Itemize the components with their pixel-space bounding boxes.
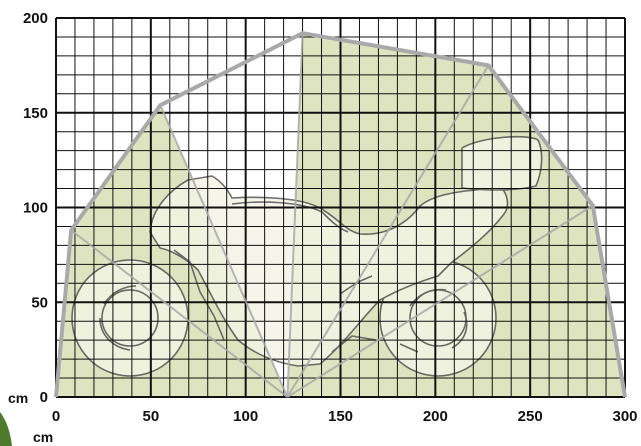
rear-wheel <box>71 259 189 377</box>
y-tick-label: 0 <box>40 389 48 406</box>
rear-hub <box>101 289 159 347</box>
reach-line <box>159 104 289 398</box>
x-tick-label: 250 <box>518 408 543 425</box>
grid <box>55 17 626 398</box>
y-unit-label: cm <box>8 390 28 406</box>
envelope-outline <box>54 31 627 398</box>
corner-badge <box>0 412 12 446</box>
x-tick-label: 100 <box>233 408 258 425</box>
x-tick-labels: 0 50 100 150 200 250 300 <box>52 408 638 425</box>
inner-lines <box>70 33 594 398</box>
y-tick-label: 50 <box>31 294 48 311</box>
y-tick-label: 200 <box>23 10 48 27</box>
motorcycle-body <box>149 175 509 367</box>
reach-line <box>286 33 304 398</box>
x-tick-label: 0 <box>52 408 60 425</box>
y-tick-labels: 0 50 100 150 200 <box>23 10 48 406</box>
windscreen <box>461 135 543 191</box>
reach-line <box>286 64 490 398</box>
x-unit-label: cm <box>33 429 53 445</box>
x-tick-label: 300 <box>612 408 637 425</box>
x-tick-label: 200 <box>423 408 448 425</box>
y-tick-label: 100 <box>23 200 48 217</box>
reach-line <box>286 204 594 398</box>
x-tick-label: 50 <box>142 408 159 425</box>
motorcycle-illustration <box>71 135 543 377</box>
x-tick-label: 150 <box>328 408 353 425</box>
y-tick-label: 150 <box>23 105 48 122</box>
reach-line <box>70 229 289 398</box>
